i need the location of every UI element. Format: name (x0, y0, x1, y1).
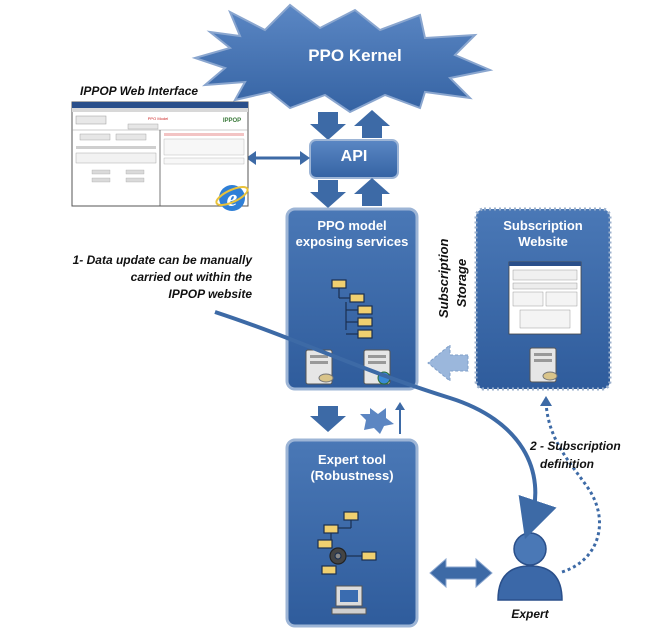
web-interface-screenshot: PPO Model IPPOP (71, 101, 249, 207)
kernel-api-arrows (310, 110, 390, 140)
hierarchy-icon (331, 279, 373, 339)
computer-icon (331, 585, 367, 615)
subscription-storage-line2: Storage (454, 258, 469, 308)
arrow-down-icon (310, 112, 346, 140)
subscription-storage-line1: Subscription (436, 238, 451, 318)
expert-user-icon (497, 532, 563, 601)
subscription-storage-label: Subscription Storage (435, 238, 471, 318)
robustness-hierarchy-icon (317, 511, 377, 575)
note-2-line1: 2 - Subscription (530, 439, 621, 453)
expert-tool-title-line1: Expert tool (318, 452, 386, 467)
note-1-line2: carried out within the (130, 270, 252, 284)
ppo-model-title-line1: PPO model (317, 218, 387, 233)
screenshot-header: PPO Model (148, 116, 169, 121)
subscription-storage-arrow (427, 343, 469, 383)
note-1-line1: 1- Data update can be manually (72, 253, 252, 267)
browser-e-icon: e (215, 185, 249, 212)
arrow-down-icon (310, 180, 346, 208)
update-curve-arrow (214, 310, 557, 540)
expert-label: Expert (511, 607, 549, 621)
note-1: 1- Data update can be manually carried o… (8, 252, 252, 303)
api-model-arrows (310, 178, 390, 208)
note-2: 2 - Subscription definition (530, 437, 662, 473)
ppo-model-title-line2: exposing services (295, 234, 409, 249)
subscription-server-icon (529, 347, 558, 383)
ppo-kernel-shape (191, 3, 494, 114)
web-api-double-arrow (246, 151, 310, 165)
api-box (309, 139, 399, 179)
expert-tool-title-line2: (Robustness) (310, 468, 394, 483)
api-label: API (340, 148, 368, 165)
subscription-website-title-line1: Subscription (503, 218, 583, 233)
expert-tool-title: Expert tool (Robustness) (287, 452, 417, 484)
tool-expert-double-arrow (429, 557, 493, 589)
screenshot-logo: IPPOP (223, 118, 241, 124)
subscription-website-title: Subscription Website (476, 218, 610, 250)
svg-text:e: e (227, 186, 238, 212)
note-2-line2: definition (540, 457, 594, 471)
web-server-icon (363, 349, 391, 385)
subscription-form-screenshot (508, 261, 582, 335)
arrow-up-icon (354, 178, 390, 206)
subscription-website-title-line2: Website (518, 234, 568, 249)
model-tool-arrows (310, 402, 405, 434)
subscription-definition-arrow (544, 401, 601, 574)
expert-tool-box (285, 438, 419, 628)
web-interface-title: IPPOP Web Interface (80, 84, 199, 98)
star-arrow-icon (360, 408, 394, 434)
arrow-down-icon (310, 406, 346, 432)
database-server-icon (305, 349, 334, 385)
arrow-up-icon (354, 110, 390, 138)
ppo-kernel-label: PPO Kernel (308, 46, 402, 65)
note-1-line3: IPPOP website (168, 287, 252, 301)
arrow-up-icon (540, 396, 552, 406)
ppo-model-title: PPO model exposing services (287, 218, 417, 250)
arrow-up-icon (395, 402, 405, 410)
